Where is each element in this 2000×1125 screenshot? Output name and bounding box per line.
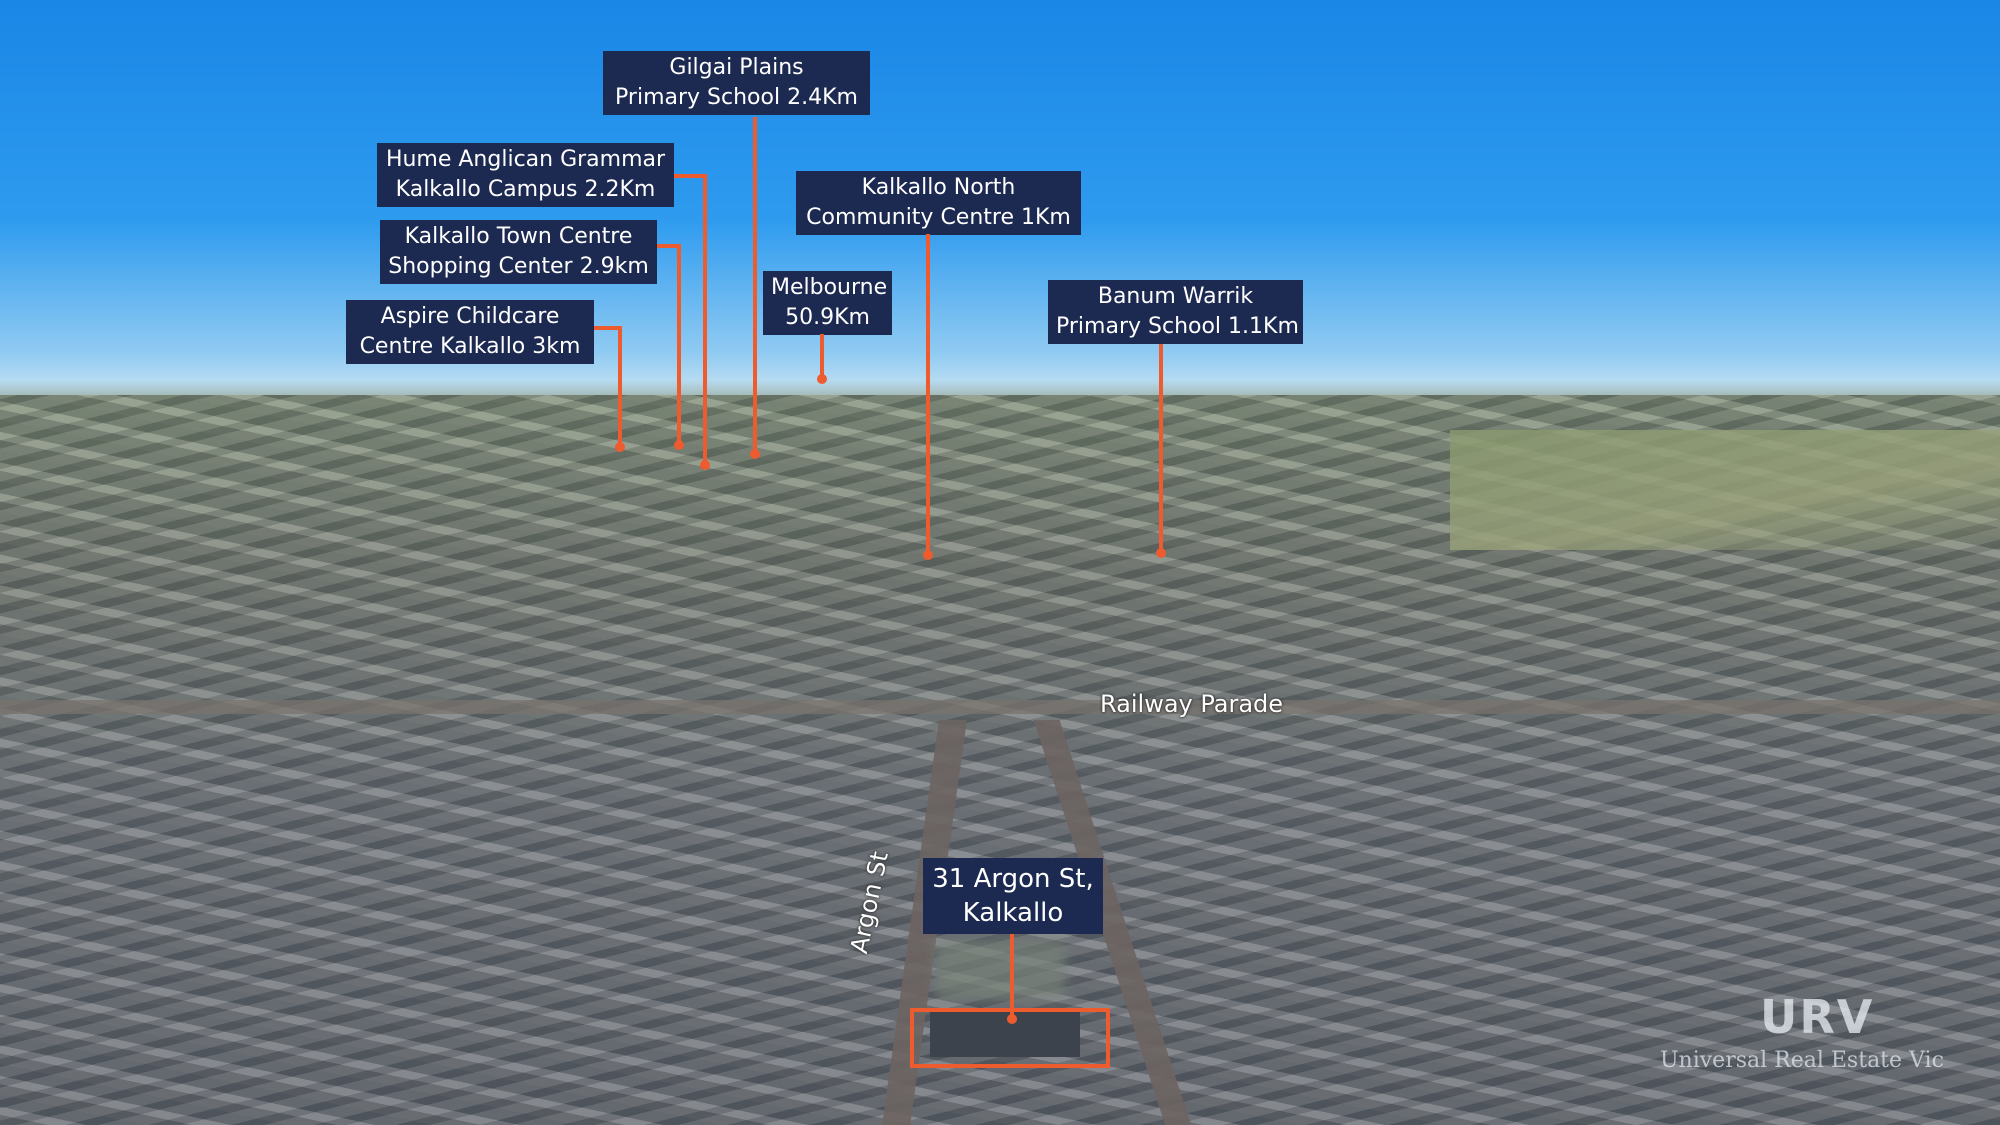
pin-line-town-v [677,244,681,444]
property-roof [930,1012,1080,1057]
watermark-text: Universal Real Estate Vic [1660,1048,1944,1073]
label-property: 31 Argon St, Kalkallo [923,858,1103,934]
pin-dot-melbourne [817,374,827,384]
far-fields [1450,430,2000,550]
pin-line-town-h [657,244,679,248]
pin-line-hume-v [703,174,707,464]
pin-line-kalkallo-north [926,234,930,554]
pin-line-gilgai [753,117,757,454]
road-label-railway: Railway Parade [1100,690,1284,718]
label-line: Hume Anglican Grammar [385,147,666,172]
pin-line-banum [1159,344,1163,552]
pin-line-property [1010,934,1014,1018]
label-line: Kalkallo Town Centre [404,224,633,249]
label-gilgai-plains: Gilgai Plains Primary School 2.4Km [603,51,870,115]
label-line: Primary School 2.4Km [615,85,858,110]
label-line: Kalkallo Campus 2.2Km [395,177,656,202]
label-town-centre: Kalkallo Town Centre Shopping Center 2.9… [380,220,657,284]
pin-dot-town [674,440,684,450]
label-melbourne: Melbourne 50.9Km [763,271,892,335]
label-line: Centre Kalkallo 3km [359,334,581,359]
pin-line-aspire-h [594,326,620,330]
label-line: Kalkallo [962,898,1064,928]
pin-line-hume-h [674,174,705,178]
label-line: Aspire Childcare [380,304,560,329]
label-line: Community Centre 1Km [806,205,1071,230]
label-kalkallo-north: Kalkallo North Community Centre 1Km [796,171,1081,235]
pin-dot-property [1007,1014,1017,1024]
label-line: Shopping Center 2.9km [388,254,649,279]
watermark: URV Universal Real Estate Vic [1660,990,1960,1090]
pin-dot-gilgai [750,449,760,459]
label-line: Banum Warrik [1097,284,1254,309]
blurred-neighbour-lot [935,940,1065,1000]
label-line: Kalkallo North [861,175,1016,200]
label-aspire-childcare: Aspire Childcare Centre Kalkallo 3km [346,300,594,364]
label-hume-anglican: Hume Anglican Grammar Kalkallo Campus 2.… [377,143,674,207]
pin-dot-aspire [615,442,625,452]
label-line: 31 Argon St, [932,864,1094,894]
label-line: Gilgai Plains [669,55,804,80]
label-line: Melbourne [771,275,888,300]
label-line: Primary School 1.1Km [1056,314,1299,339]
label-banum-warrik: Banum Warrik Primary School 1.1Km [1048,280,1303,344]
label-line: 50.9Km [785,305,870,330]
pin-line-melbourne [820,334,824,379]
railway-parade-road [0,700,2000,714]
pin-dot-banum [1156,548,1166,558]
pin-dot-hume [700,460,710,470]
pin-line-aspire-v [618,326,622,446]
pin-dot-kalkallo-north [923,550,933,560]
watermark-logo: URV [1760,990,1875,1044]
